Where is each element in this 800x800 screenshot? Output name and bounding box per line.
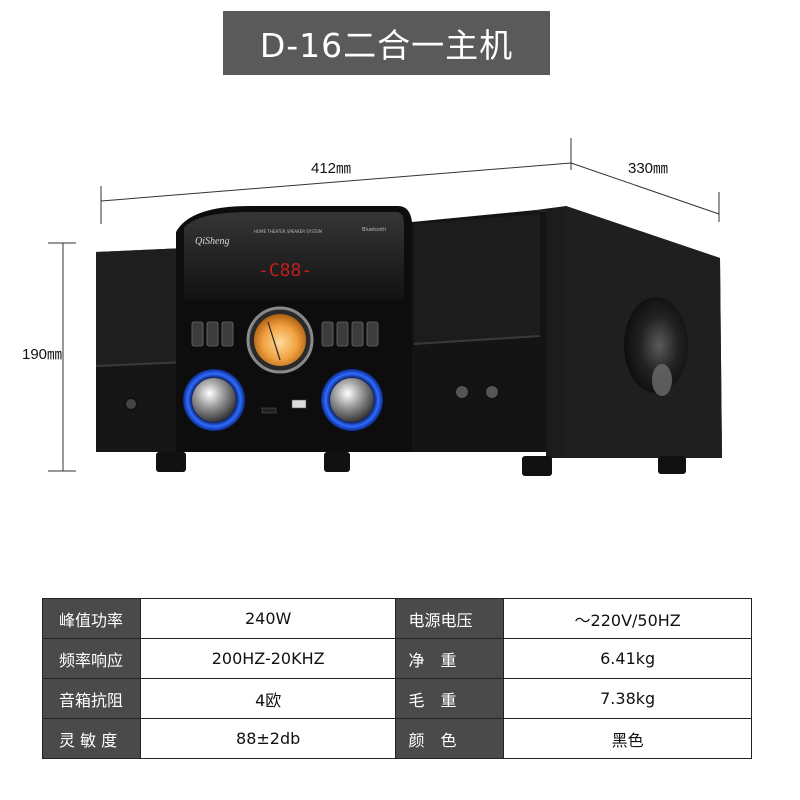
spec-label: 颜 色 bbox=[395, 718, 505, 759]
bluetooth-text: Bluetooth bbox=[362, 227, 386, 233]
subwoofer bbox=[536, 206, 722, 458]
width-dimension-line bbox=[100, 162, 572, 202]
dimension-lines bbox=[48, 138, 720, 472]
spec-value: 4欧 bbox=[139, 678, 397, 719]
brand-text: QiSheng bbox=[195, 236, 229, 247]
table-row: 峰值功率 240W 电源电压 ～220V/50HZ bbox=[42, 598, 752, 639]
vu-meter bbox=[254, 314, 306, 366]
spec-label: 净 重 bbox=[395, 638, 505, 679]
spec-label: 毛 重 bbox=[395, 678, 505, 719]
main-unit: QiSheng HOME THEATER SPEAKER SYSTEM Blue… bbox=[176, 206, 412, 452]
height-label: 190㎜ bbox=[22, 346, 63, 363]
spec-table: 峰值功率 240W 电源电压 ～220V/50HZ 频率响应 200HZ-20K… bbox=[42, 598, 752, 759]
table-row: 灵 敏 度 88±2db 颜 色 黑色 bbox=[42, 718, 752, 759]
width-label: 412㎜ bbox=[311, 160, 352, 177]
spec-value: ～220V/50HZ bbox=[503, 598, 752, 639]
depth-label: 330㎜ bbox=[628, 160, 669, 177]
table-row: 频率响应 200HZ-20KHZ 净 重 6.41kg bbox=[42, 638, 752, 679]
spec-value: 88±2db bbox=[139, 718, 397, 759]
brand-subtitle: HOME THEATER SPEAKER SYSTEM bbox=[254, 229, 323, 234]
title-banner: D-16二合一主机 bbox=[223, 11, 550, 75]
spec-value: 6.41kg bbox=[503, 638, 752, 679]
spec-label: 音箱抗阻 bbox=[42, 678, 141, 719]
spec-value: 200HZ-20KHZ bbox=[139, 638, 397, 679]
spec-value: 黑色 bbox=[503, 718, 752, 759]
page-title: D-16二合一主机 bbox=[259, 26, 514, 65]
spec-label: 电源电压 bbox=[395, 598, 505, 639]
aux-jack-icon bbox=[484, 384, 500, 400]
headphone-jack-icon bbox=[124, 397, 138, 411]
spec-value: 240W bbox=[139, 598, 397, 639]
woofer-cone bbox=[624, 297, 688, 393]
usb-port-icon bbox=[291, 399, 307, 409]
depth-dimension-line bbox=[570, 162, 720, 215]
left-volume-knob bbox=[192, 378, 236, 422]
spec-label: 频率响应 bbox=[42, 638, 141, 679]
spec-label: 峰值功率 bbox=[42, 598, 141, 639]
led-display: -C88- bbox=[258, 260, 312, 281]
aux-jack-icon bbox=[454, 384, 470, 400]
spec-label: 灵 敏 度 bbox=[42, 718, 141, 759]
speaker-system-image: QiSheng HOME THEATER SPEAKER SYSTEM Blue… bbox=[95, 206, 722, 476]
right-speaker bbox=[412, 210, 546, 452]
table-row: 音箱抗阻 4欧 毛 重 7.38kg bbox=[42, 678, 752, 719]
right-volume-knob bbox=[330, 378, 374, 422]
left-speaker bbox=[95, 248, 187, 452]
spec-value: 7.38kg bbox=[503, 678, 752, 719]
